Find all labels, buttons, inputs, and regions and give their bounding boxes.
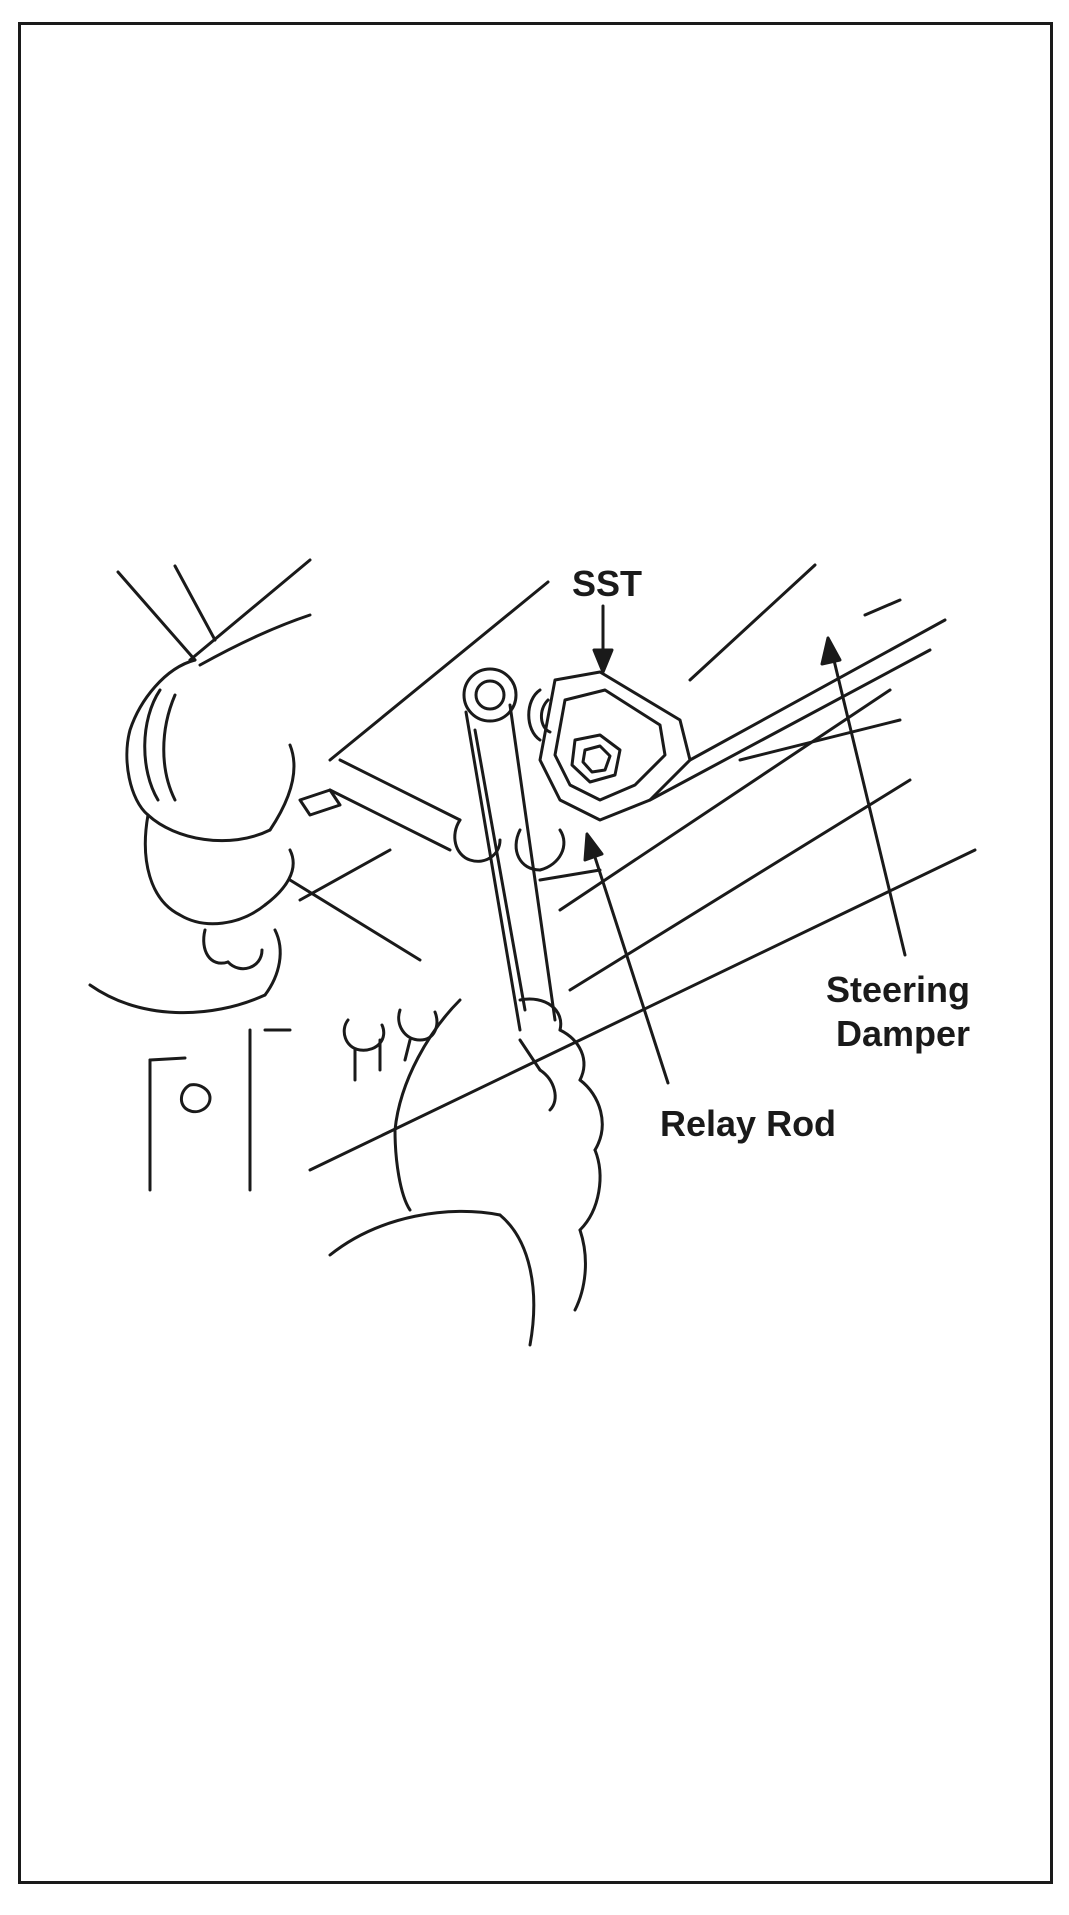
right-hand xyxy=(328,997,604,1347)
bracket-plates xyxy=(288,758,462,962)
wrench xyxy=(462,667,557,1032)
callout-arrows xyxy=(583,604,907,1085)
label-steering-line2: Damper xyxy=(836,1013,971,1054)
axle-housing xyxy=(125,613,312,843)
lower-bolts xyxy=(148,1008,439,1192)
label-steering-damper: Steering Damper xyxy=(826,968,970,1056)
figure-frame xyxy=(18,22,1053,1884)
ball-joint xyxy=(453,818,602,882)
relay-rod-lines xyxy=(308,563,977,1172)
label-relay-rod: Relay Rod xyxy=(660,1103,837,1144)
frame-rail-lines xyxy=(116,558,550,762)
label-sst: SST xyxy=(572,563,643,604)
sst-tool xyxy=(527,670,692,822)
label-steering-line1: Steering xyxy=(826,969,971,1010)
left-hand xyxy=(88,813,295,1015)
